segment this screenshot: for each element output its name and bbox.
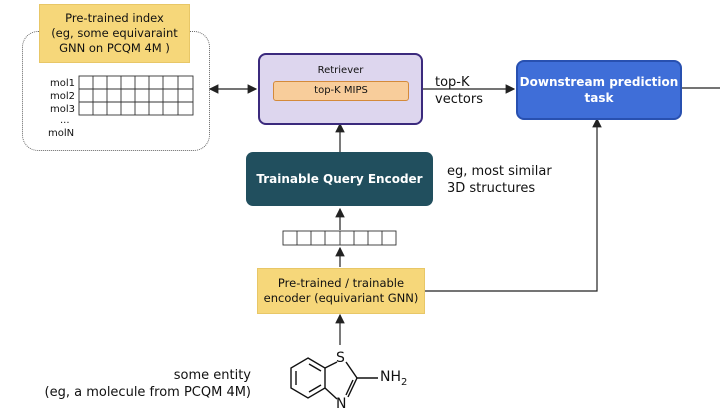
mol-label: mol3 [50,104,75,115]
pretrained-encoder-line-1: Pre-trained / trainable [277,276,405,290]
topk-mips-box: top-K MIPS [273,81,409,101]
trainable-query-encoder-box: Trainable Query Encoder [246,152,433,206]
index-title-line-3: GNN on PCQM 4M ) [59,41,170,55]
index-vector-grid [78,75,194,116]
index-title-line-2: (eg, some equivaraint [51,26,178,40]
amine-subscript: 2 [401,376,408,388]
entity-line-1: some entity [173,368,251,383]
index-title-line-1: Pre-trained index [65,11,164,25]
mol-label: molN [48,128,75,139]
pretrained-downstream-arrow [424,117,602,292]
retriever-label: Retriever [317,65,364,76]
similar-line-2: 3D structures [447,181,536,196]
topk-vectors-note: top-K vectors [435,74,483,108]
similar-structures-note: eg, most similar 3D structures [447,163,552,197]
downstream-task-box: Downstream prediction task [516,60,682,120]
pretrained-encoder-line-2: encoder (equivariant GNN) [263,291,419,305]
similar-line-1: eg, most similar [447,164,552,179]
query-vector-grid [282,230,397,246]
entity-line-2: (eg, a molecule from PCQM 4M) [44,385,251,400]
topk-line-1: top-K [435,75,470,90]
amine-group-label: NH2 [380,369,407,388]
sulfur-atom-label: S [336,350,345,366]
mol-label: mol1 [50,78,75,89]
molecule-structure [290,357,378,400]
entity-note: some entity (eg, a molecule from PCQM 4M… [0,367,251,401]
pretrained-index-label: Pre-trained index (eg, some equivaraint … [39,4,190,63]
mol-label: mol2 [50,91,75,102]
downstream-line-2: task [584,91,614,105]
downstream-line-1: Downstream prediction [519,75,679,89]
amine-label: NH [380,369,401,385]
nitrogen-atom-label: N [336,396,347,412]
pretrained-encoder-box: Pre-trained / trainable encoder (equivar… [257,268,425,314]
topk-line-2: vectors [435,92,484,107]
mol-label: ... [60,115,70,126]
retriever-box: Retriever top-K MIPS [258,53,423,125]
